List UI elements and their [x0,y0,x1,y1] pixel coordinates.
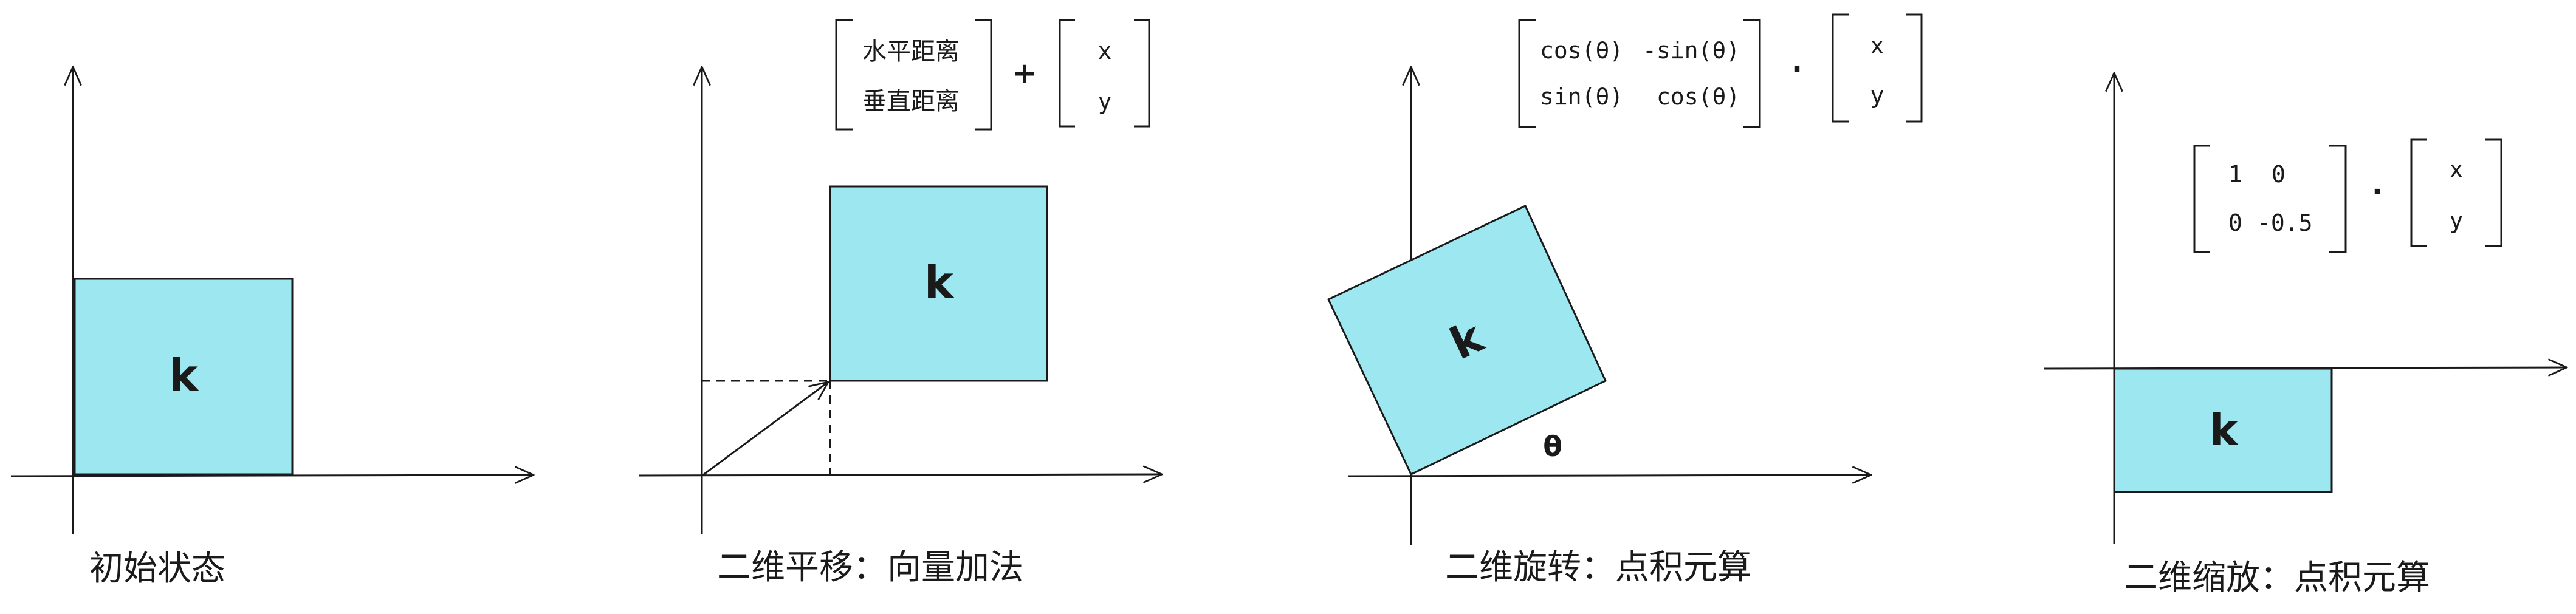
vector-left-bracket [2410,138,2427,247]
panel-caption: 二维缩放：点积元算 [2124,558,2430,598]
x-axis [639,474,1162,476]
plus-operator: + [1012,56,1037,90]
k-label: k [924,257,955,308]
xy-vector: x y [1832,13,1923,123]
matrix-right-bracket [975,19,992,131]
rotation-matrix: cos(θ) -sin(θ) sin(θ) cos(θ) [1518,19,1761,128]
matrix-entry: 垂直距离 [862,87,960,115]
matrix-left-bracket [835,19,853,131]
angle-theta-label: θ [1543,430,1562,463]
vector-right-bracket [1134,19,1150,128]
matrix-entry: 1 [2228,161,2242,188]
vector-left-bracket [1832,13,1849,123]
k-square [74,278,294,476]
matrix-right-bracket [2329,145,2347,253]
panel-caption: 初始状态 [89,549,225,588]
xy-vector: x y [1059,19,1150,128]
k-square [829,185,1048,382]
x-axis [1348,475,1871,476]
xy-vector: x y [2410,138,2502,247]
k-square-rotated [1327,204,1607,476]
k-square-scaled [2113,367,2333,493]
matrix-entry: sin(θ) [1540,83,1623,110]
x-axis [10,475,534,476]
translation-vector-arrow [702,382,828,476]
panel-caption: 二维平移：向量加法 [717,548,1023,587]
matrix-entry: -sin(θ) [1643,37,1740,64]
matrix-right-bracket [1743,19,1761,128]
panel-rotate: k θ cos(θ) -sin(θ) sin(θ) cos(θ) · x y 二… [1327,13,1923,587]
distance-matrix: 水平距离 垂直距离 [835,19,992,131]
scale-matrix: 1 0 0 -0.5 [2193,145,2347,253]
panel-translate: k 水平距离 垂直距离 + x y 二维平移：向量加法 [639,19,1162,587]
matrix-entry: cos(θ) [1657,83,1740,110]
vector-entry: x [1098,38,1112,64]
k-label: k [2209,404,2239,455]
vector-right-bracket [1906,13,1923,123]
vector-left-bracket [1059,19,1075,128]
vector-entry: y [1098,88,1112,115]
dot-operator: · [2372,175,2383,209]
vector-entry: x [1870,32,1884,59]
matrix-entry: 0 [2272,161,2286,188]
vector-right-bracket [2485,138,2502,247]
vector-entry: x [2450,156,2464,183]
panel-initial: k 初始状态 [10,67,534,588]
matrix-entry: -0.5 [2257,210,2313,236]
panel-caption: 二维旋转：点积元算 [1445,548,1751,587]
matrix-left-bracket [2193,145,2210,253]
matrix-left-bracket [1518,19,1536,128]
matrix-entry: 水平距离 [862,38,960,66]
panel-scale: k 1 0 0 -0.5 · x y 二维缩放：点积元算 [2044,73,2567,598]
dot-operator: · [1791,52,1802,86]
vector-entry: y [2450,207,2464,234]
matrix-entry: 0 [2228,210,2242,236]
vector-entry: y [1870,82,1884,109]
matrix-entry: cos(θ) [1540,37,1623,64]
k-label: k [169,350,199,401]
